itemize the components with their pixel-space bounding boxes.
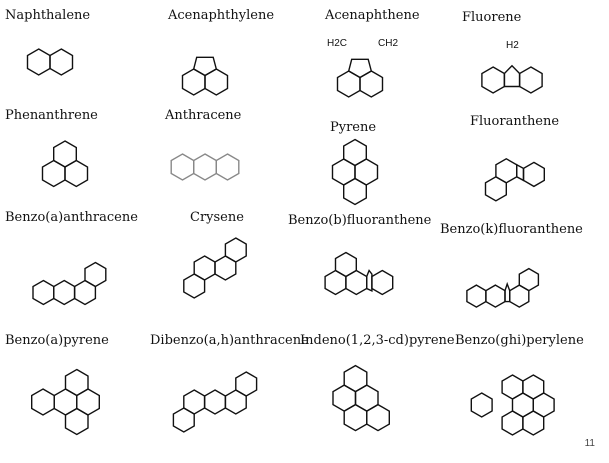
hexagon-ring <box>49 48 74 76</box>
structure-benzo-a-pyrene <box>31 368 101 436</box>
hexagon-ring <box>511 392 534 418</box>
five-membered-ring <box>516 163 525 182</box>
label-benzo-a-anthracene: Benzo(a)anthracene <box>5 210 138 225</box>
label-fluoranthene: Fluoranthene <box>470 114 560 129</box>
structure-crysene <box>183 237 247 299</box>
hexagon-ring <box>522 161 545 188</box>
label-benzo-k-fluoranthene: Benzo(k)fluoranthene <box>440 222 583 237</box>
hexagon-ring <box>32 279 55 306</box>
hexagon-ring <box>343 364 368 393</box>
hexagon-ring <box>343 403 368 432</box>
label-dibenzo-a-h-anthracene: Dibenzo(a,h)anthracene <box>150 333 309 348</box>
structure-dibenzo-a-h-anthracene <box>172 371 258 433</box>
hexagon-ring <box>31 388 55 416</box>
acenaphthene-h2c: H2C <box>327 38 348 49</box>
structure-fluorene <box>481 64 543 94</box>
hexagon-ring <box>84 261 107 288</box>
label-acenaphthylene: Acenaphthylene <box>168 8 275 23</box>
structure-benzo-k-fluoranthene <box>466 267 540 308</box>
structure-benzo-ghi-perylene <box>470 374 555 436</box>
five-membered-ring <box>347 58 373 79</box>
structure-anthracene <box>170 153 240 181</box>
structure-acenaphthylene <box>181 56 229 96</box>
label-naphthalene: Naphthalene <box>5 8 91 23</box>
hexagon-ring <box>235 371 258 397</box>
label-acenaphthene: Acenaphthene <box>325 8 420 23</box>
hexagon-ring <box>170 153 195 181</box>
structure-indeno-1-2-3-cd-pyrene <box>332 364 390 432</box>
acenaphthene-ch2: CH2 <box>378 38 399 49</box>
structure-fluoranthene <box>484 157 545 202</box>
hexagon-ring <box>518 66 543 94</box>
five-membered-ring <box>366 269 373 292</box>
structure-pyrene <box>331 138 379 206</box>
label-benzo-b-fluoranthene: Benzo(b)fluoranthene <box>288 213 432 228</box>
hexagon-ring <box>334 251 357 278</box>
hexagon-ring <box>371 269 394 296</box>
hexagon-ring <box>485 284 506 308</box>
label-pyrene: Pyrene <box>330 120 377 135</box>
structure-phenanthrene <box>41 140 89 188</box>
five-membered-ring <box>192 56 218 77</box>
five-membered-ring <box>503 64 521 88</box>
hexagon-ring <box>64 159 89 188</box>
label-benzo-a-pyrene: Benzo(a)pyrene <box>5 333 109 348</box>
label-phenanthrene: Phenanthrene <box>5 108 98 123</box>
hexagon-ring <box>470 392 493 418</box>
label-anthracene: Anthracene <box>165 108 242 123</box>
hexagon-ring <box>64 368 89 397</box>
label-fluorene: Fluorene <box>462 10 522 25</box>
hexagon-ring <box>26 48 51 76</box>
hexagon-ring <box>484 175 507 202</box>
hexagon-ring <box>192 153 218 181</box>
fluorene-h2: H2 <box>506 40 519 51</box>
hexagon-ring <box>224 237 247 263</box>
hexagon-ring <box>53 279 76 306</box>
hexagon-ring <box>466 284 487 308</box>
hexagon-ring <box>481 66 506 94</box>
label-benzo-ghi-perylene: Benzo(ghi)perylene <box>455 333 584 348</box>
structure-benzo-a-anthracene <box>32 261 107 306</box>
structure-benzo-b-fluoranthene <box>324 251 394 296</box>
hexagon-ring <box>64 407 89 436</box>
page-number: 11 <box>584 438 595 449</box>
hexagon-ring <box>215 153 240 181</box>
hexagon-ring <box>183 389 206 415</box>
hexagon-ring <box>343 138 367 167</box>
hexagon-ring <box>366 403 390 432</box>
hexagon-ring <box>343 177 367 206</box>
structure-naphthalene <box>26 48 74 76</box>
structure-acenaphthene <box>336 58 384 98</box>
label-crysene: Crysene <box>190 210 244 225</box>
hexagon-ring <box>193 255 216 281</box>
label-indeno-pyrene: Indeno(1,2,3-cd)pyrene <box>300 333 455 348</box>
hexagon-ring <box>518 267 540 292</box>
five-membered-ring <box>504 281 511 303</box>
hexagon-ring <box>203 389 227 415</box>
